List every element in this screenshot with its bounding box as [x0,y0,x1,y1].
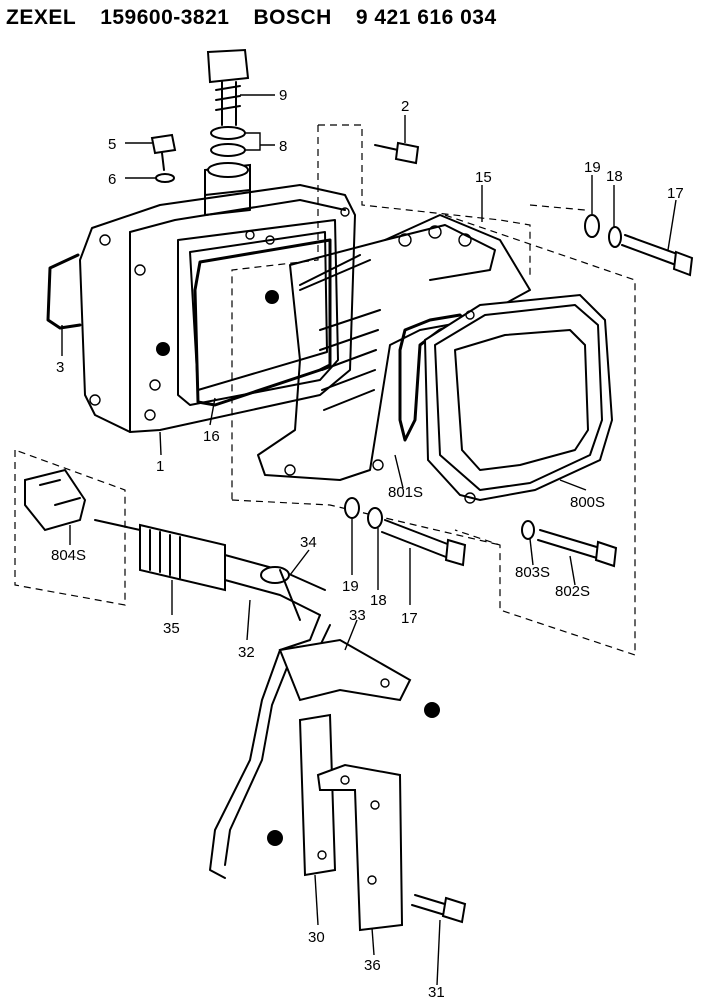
callout-31: 31 [428,984,445,1001]
hollow-screw-9 [206,48,250,126]
callout-18-lower: 18 [370,592,387,609]
callout-32: 32 [238,644,255,661]
gasket-16 [193,238,332,407]
marker-dots [156,290,440,846]
bracket-36 [316,763,404,932]
cover-plate-800s [423,293,614,504]
group-outline-cover [231,124,636,656]
washer-6 [155,173,175,183]
clamp-34 [260,566,301,621]
washer-19-lower [344,497,360,519]
solenoid-35 [94,519,326,616]
callout-5: 5 [108,136,116,153]
washer-803s [521,520,535,540]
callout-803s: 803S [515,564,550,581]
washer-19-upper [584,214,600,238]
bolt-31 [411,894,467,924]
header-brand-zexel: ZEXEL [6,6,77,29]
callout-804s: 804S [51,547,86,564]
callout-36: 36 [364,957,381,974]
callout-labels: 9 2 5 8 6 19 18 15 17 3 16 1 801S 800S 8… [51,87,684,1001]
callout-16: 16 [203,428,220,445]
governor-cover-15 [257,214,531,481]
callout-800s: 800S [570,494,605,511]
header-brand-bosch: BOSCH [253,6,332,29]
bolt-17-upper [621,234,694,277]
washer-18-upper [608,226,622,248]
screw-5 [150,133,177,171]
callout-9: 9 [279,87,287,104]
diagram-header: ZEXEL 159600-3821 BOSCH 9 421 616 034 [6,6,521,30]
connector-804s [24,468,87,532]
callout-17-upper: 17 [667,185,684,202]
washers-8 [210,126,246,157]
callout-1: 1 [156,458,164,475]
bolt-2 [374,141,420,165]
callout-34: 34 [300,534,317,551]
bracket-33 [278,638,412,702]
o-ring-3 [46,253,82,330]
callout-19-lower: 19 [342,578,359,595]
callout-18-upper: 18 [606,168,623,185]
governor-housing [79,167,356,433]
group-outline-connector [14,449,126,606]
header-part-number-bosch: 9 421 616 034 [355,6,497,29]
callout-802s: 802S [555,583,590,600]
callout-19-upper: 19 [584,159,601,176]
callout-801s: 801S [388,484,423,501]
callout-3: 3 [56,359,64,376]
header-part-number-zexel: 159600-3821 [100,6,230,29]
bolt-802s [537,529,618,568]
bracket-30 [298,713,337,877]
callout-6: 6 [108,171,116,188]
callout-8: 8 [279,138,287,155]
callout-30: 30 [308,929,325,946]
callout-17-lower: 17 [401,610,418,627]
callout-2: 2 [401,98,409,115]
callout-35: 35 [163,620,180,637]
nut-fitting [204,162,251,197]
bolt-17-lower [381,519,467,567]
callout-15: 15 [475,169,492,186]
callout-33: 33 [349,607,366,624]
washer-18-lower [367,507,383,529]
leader-lines [61,94,677,986]
